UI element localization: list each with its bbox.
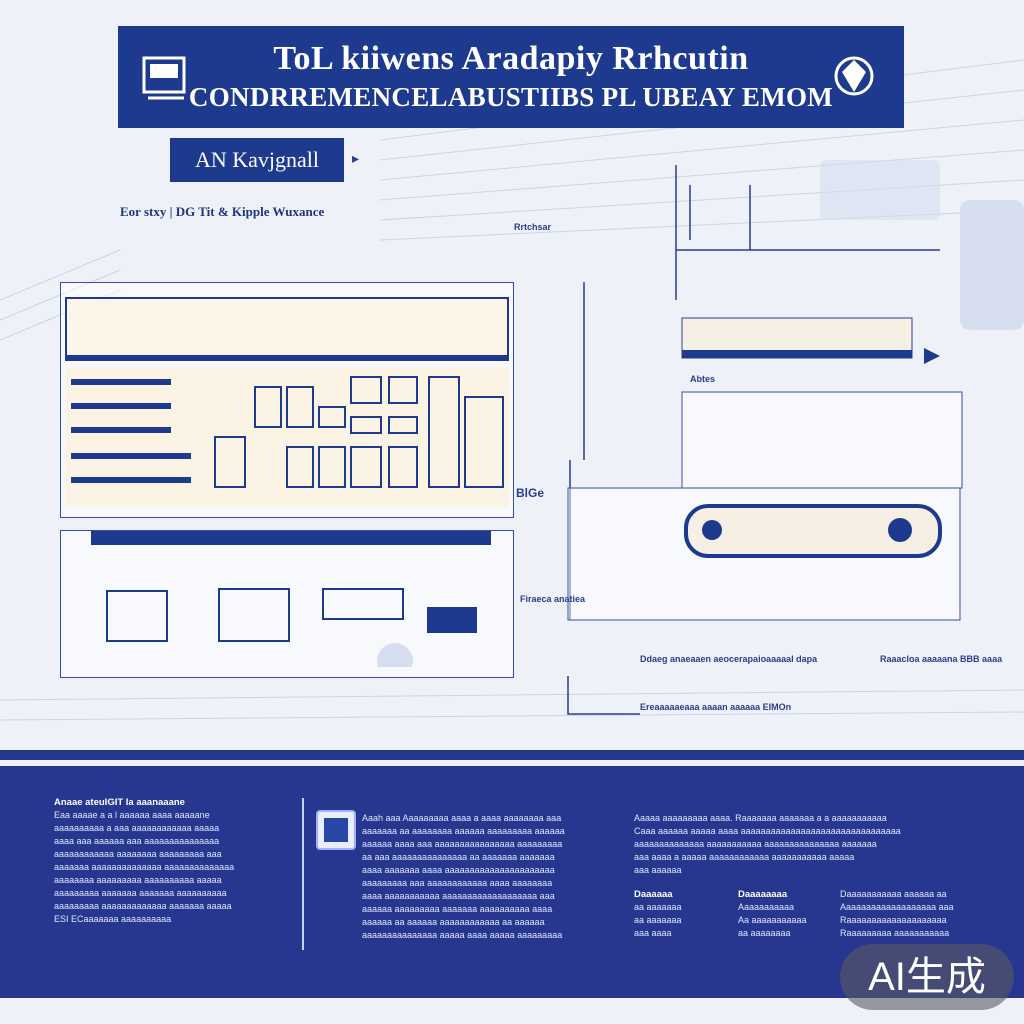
page-header: ToL kiiwens Aradapiy Rrhcutin CONDRREMEN… [118,26,904,128]
caption: Abtes [690,374,716,384]
process-panel [60,282,514,518]
background-illustration [0,59,1024,721]
caption: BlGe [516,486,545,500]
emblem-icon [834,56,874,96]
header-subtitle: CONDRREMENCELABUSTIIBS PL UBEAY EMOM [188,82,834,112]
info-column-1: Anaae ateuIGIT Ia aaanaaane Eaa aaaae a … [54,797,235,924]
column-divider [302,798,304,950]
info-column-2: Aaah aaa Aaaaaaaaa aaaa a aaaa aaaaaaaa … [362,813,565,940]
section-badge: AN Kavjgnall [170,138,344,182]
section-subtitle: Eor stxy | DG Tit & Kipple Wuxance [120,204,325,219]
caption: Raaacloa aaaaana BBB aaaa [880,654,1003,664]
info-column-3: Aaaaa aaaaaaaaa aaaa. Raaaaaaa aaaaaaa a… [634,813,901,875]
logo-icon [316,810,356,850]
caption: Rrtchsar [514,222,552,232]
caption: Ereaaaaaeaaa aaaan aaaaaa EIMOn [640,702,792,712]
caption: Firaeca anatiea [520,594,586,604]
header-title: ToL kiiwens Aradapiy Rrhcutin [273,40,749,77]
equipment-diagram [106,588,477,667]
band-stripe [0,750,1024,760]
factory-diagram [65,367,509,507]
equipment-panel [60,530,514,678]
caption: Ddaeg anaeaaen aeocerapaioaaaaal dapa [640,654,818,664]
arrow-right-icon: ▸ [352,150,360,166]
ai-generated-watermark: AI生成 [840,944,1014,1010]
machine-icon [142,56,186,100]
